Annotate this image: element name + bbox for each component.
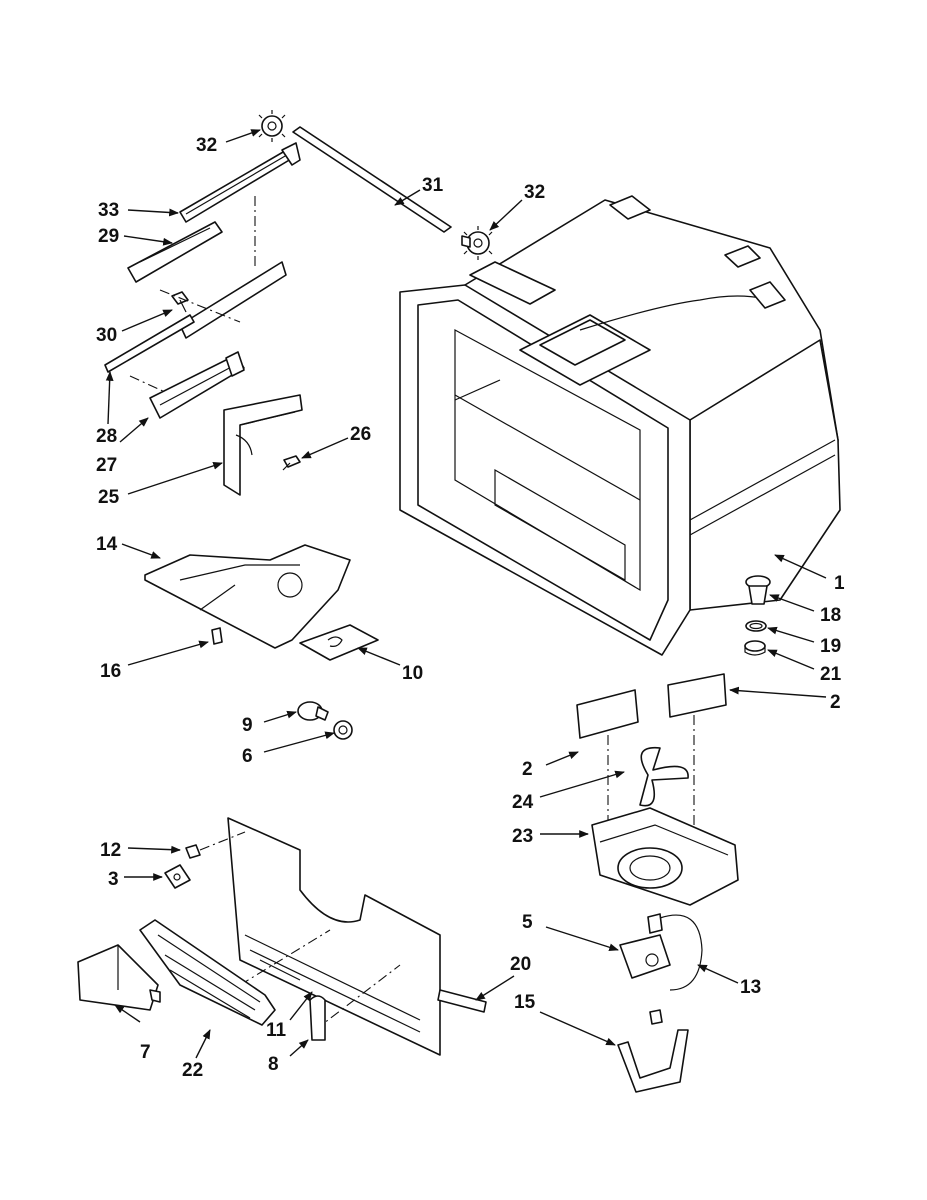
callout-32-top: 32 xyxy=(196,135,217,156)
callout-27: 27 xyxy=(96,455,117,476)
gear-part-bottom xyxy=(461,226,493,260)
callout-26: 26 xyxy=(350,424,371,445)
callout-3: 3 xyxy=(108,869,119,890)
clip-part-16 xyxy=(211,627,223,645)
callout-31: 31 xyxy=(422,175,444,196)
callout-19: 19 xyxy=(820,636,841,657)
callout-5: 5 xyxy=(522,912,533,933)
cap-part-21 xyxy=(744,640,766,656)
panel-part-11 xyxy=(227,817,441,1056)
callout-7: 7 xyxy=(140,1042,151,1063)
callout-11: 11 xyxy=(266,1020,287,1041)
wire-part-13 xyxy=(659,914,703,991)
callout-21: 21 xyxy=(820,664,842,685)
callout-6: 6 xyxy=(242,746,253,767)
switch-part-8 xyxy=(309,995,326,1041)
rail-part-main xyxy=(104,261,287,373)
callout-8: 8 xyxy=(268,1054,279,1075)
screw-part-26 xyxy=(282,455,301,471)
callout-25: 25 xyxy=(98,487,120,508)
callout-28: 28 xyxy=(96,426,117,447)
callout-12: 12 xyxy=(100,840,121,861)
callout-labels: 32 31 32 33 29 30 28 27 25 26 14 16 10 9… xyxy=(96,135,845,1081)
bracket-part-27 xyxy=(149,351,245,419)
cover-part-14 xyxy=(144,544,351,649)
bulb-part-9 xyxy=(297,701,329,721)
plate-part-3 xyxy=(164,864,191,889)
cover-part-7 xyxy=(77,944,161,1011)
pad-part-2b xyxy=(667,673,727,718)
shaft-part xyxy=(292,126,452,233)
pad-part-2a xyxy=(576,689,639,739)
gear-part-top xyxy=(258,110,286,142)
callout-13: 13 xyxy=(740,977,761,998)
ring-part-19 xyxy=(745,620,767,632)
rail-part-33 xyxy=(179,142,301,223)
callout-29: 29 xyxy=(98,226,119,247)
callout-18: 18 xyxy=(820,605,841,626)
callout-24: 24 xyxy=(512,792,534,813)
callout-22: 22 xyxy=(182,1060,203,1081)
fan-shroud-part-23 xyxy=(591,807,739,906)
leader-lines xyxy=(105,129,827,1059)
callout-33: 33 xyxy=(98,200,119,221)
rail-part-29 xyxy=(127,221,223,283)
callout-9: 9 xyxy=(242,715,253,736)
callout-20: 20 xyxy=(510,954,531,975)
grille-part-22 xyxy=(139,919,276,1026)
callout-10: 10 xyxy=(402,663,423,684)
bracket-part-15 xyxy=(617,1009,689,1093)
fan-blade-part-24 xyxy=(639,746,689,807)
motor-part-5 xyxy=(619,913,671,979)
callout-2-right: 2 xyxy=(830,692,841,713)
strip-part-20 xyxy=(437,989,487,1013)
bracket-part-25 xyxy=(223,394,303,496)
callout-16: 16 xyxy=(100,661,121,682)
socket-part-6 xyxy=(333,720,353,740)
sheet-part-10 xyxy=(299,624,379,661)
callout-30: 30 xyxy=(96,325,117,346)
screw-part-30 xyxy=(171,291,189,313)
callout-14: 14 xyxy=(96,534,118,555)
callout-1: 1 xyxy=(834,573,845,594)
screw-part-12 xyxy=(185,844,201,859)
callout-32-right: 32 xyxy=(524,182,545,203)
callout-2-left: 2 xyxy=(522,759,533,780)
damper-part-18 xyxy=(745,575,771,605)
callout-15: 15 xyxy=(514,992,536,1013)
callout-23: 23 xyxy=(512,826,533,847)
freezer-liner-part xyxy=(399,195,841,656)
